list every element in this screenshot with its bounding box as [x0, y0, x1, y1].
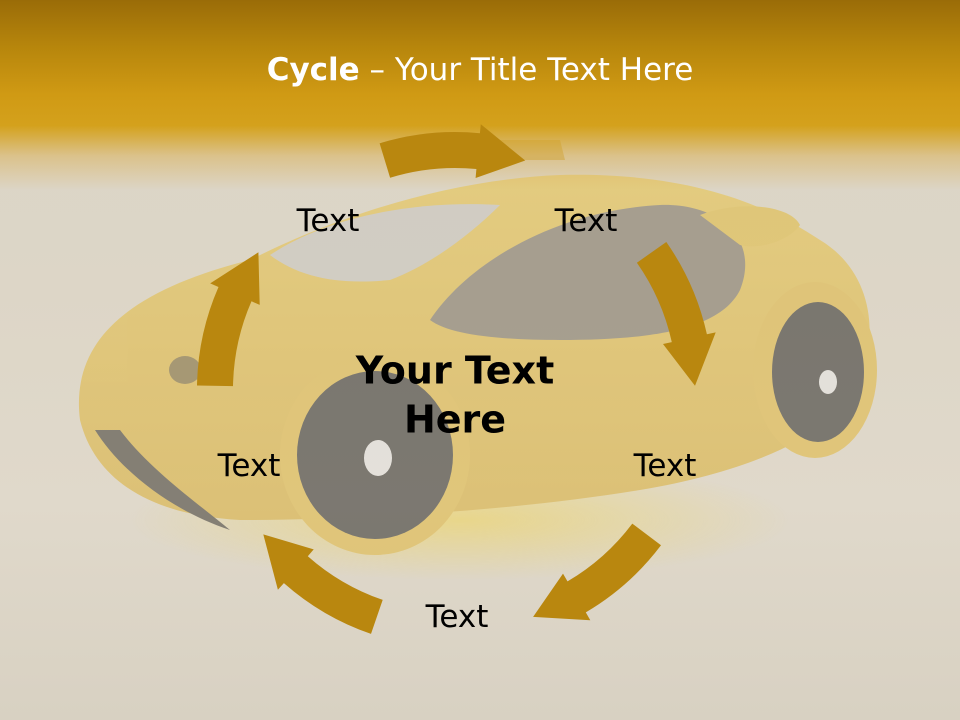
cycle-arrow — [379, 124, 526, 178]
cycle-arrow — [533, 523, 661, 621]
cycle-arrow — [636, 242, 716, 386]
cycle-node-label: Text — [217, 448, 281, 484]
title-bold-part: Cycle — [266, 52, 360, 88]
cycle-node-label: Text — [554, 203, 618, 239]
cycle-arrow — [263, 534, 383, 634]
title-rest-part: – Your Title Text Here — [359, 52, 694, 88]
slide-title: Cycle – Your Title Text Here — [0, 52, 960, 88]
cycle-node-label: Text — [633, 448, 697, 484]
cycle-arrow — [197, 252, 260, 387]
cycle-node-label: Text — [425, 599, 489, 635]
center-text: Your Text Here — [355, 348, 555, 442]
cycle-node-label: Text — [296, 203, 360, 239]
